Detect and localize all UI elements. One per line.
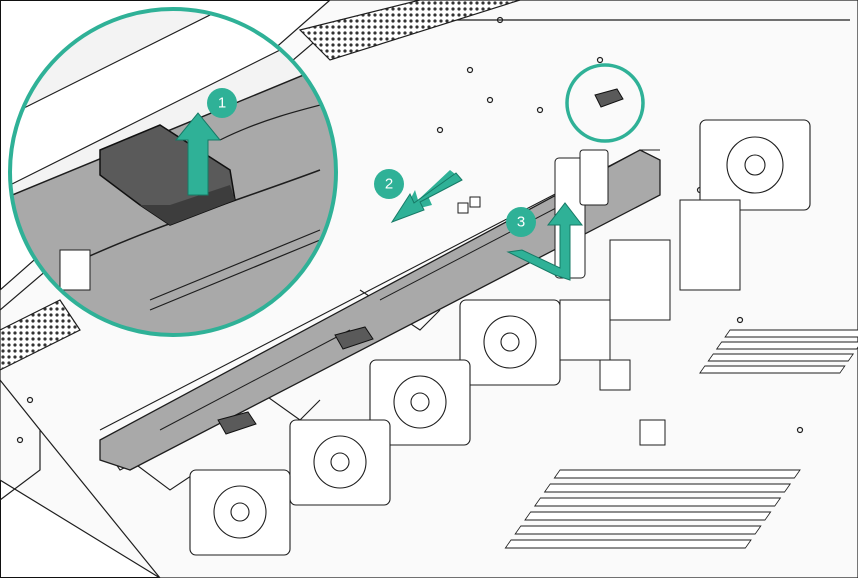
arrow-down-up-icon [506,202,584,281]
zoom-callout-icon [565,63,645,143]
front-vent-grille [298,0,521,61]
step-badge-1: 1 [207,88,237,118]
arrow-up-icon [174,112,222,196]
backplane-latch [334,326,374,350]
step-badge-3: 3 [506,207,536,237]
system-board [559,199,741,446]
arrow-left-icon [390,170,463,223]
step-number: 3 [517,214,525,231]
dimm-slots [504,329,858,549]
step-number: 2 [385,176,393,193]
fan-modules [189,119,811,556]
step-badge-2: 2 [374,169,404,199]
step-number: 1 [218,95,226,112]
backplane-latch [217,411,257,435]
magnified-latch-view [8,7,338,337]
backplane-latch [594,88,624,108]
